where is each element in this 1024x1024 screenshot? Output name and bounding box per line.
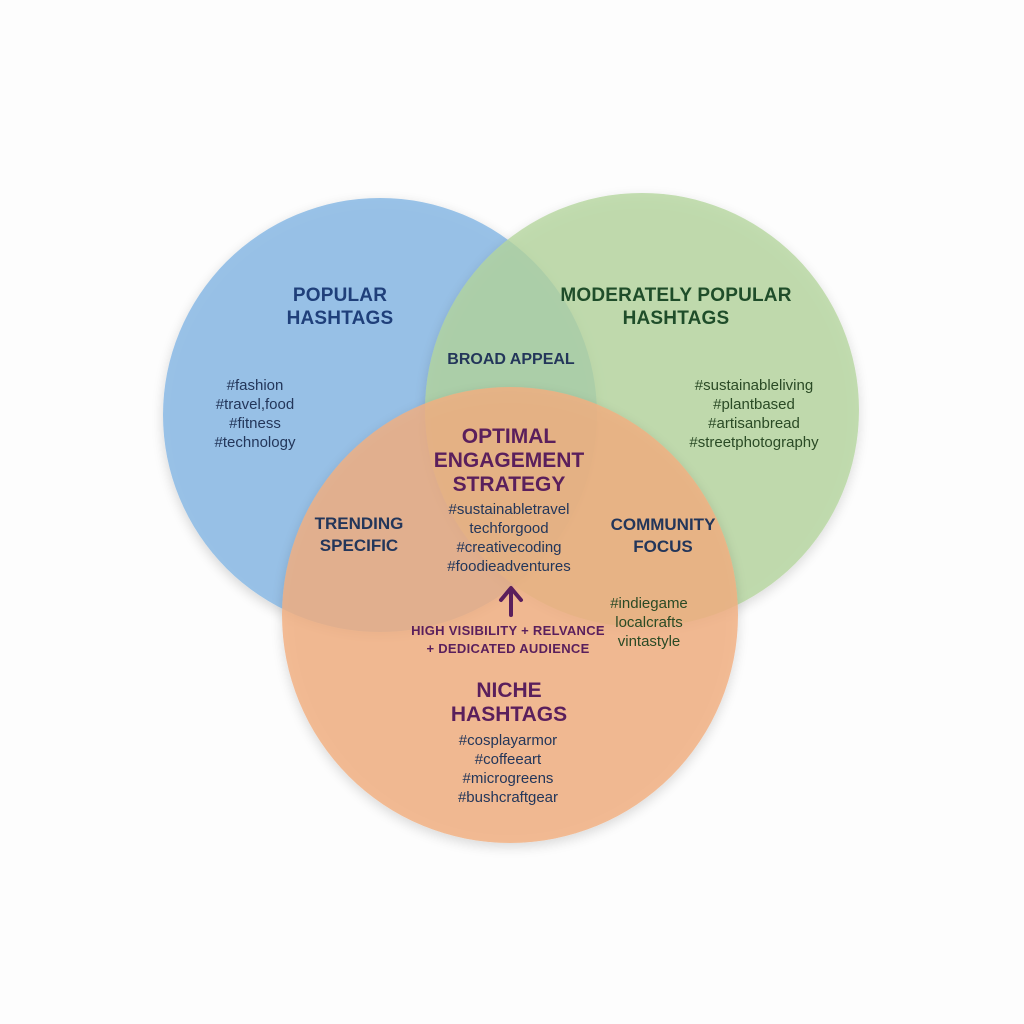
moderate-tag: #plantbased bbox=[713, 396, 795, 413]
popular-tag: #fitness bbox=[229, 415, 281, 432]
center-title-line-1: OPTIMAL bbox=[461, 425, 557, 448]
arrow-caption-line-2: + DEDICATED AUDIENCE bbox=[426, 641, 590, 656]
broad-appeal-label: BROAD APPEAL bbox=[447, 351, 575, 368]
community-line-2: FOCUS bbox=[633, 537, 693, 556]
community-tag: #indiegame bbox=[610, 595, 688, 612]
trending-line-1: TRENDING bbox=[314, 514, 404, 533]
popular-title-line-2: HASHTAGS bbox=[286, 308, 394, 329]
popular-tags: #fashion #travel,food #fitness #technolo… bbox=[215, 376, 296, 452]
niche-title: NICHE HASHTAGS bbox=[451, 679, 567, 727]
niche-tag: #microgreens bbox=[462, 770, 554, 787]
community-tag: localcrafts bbox=[615, 614, 683, 631]
center-tag: #sustainabletravel bbox=[448, 501, 570, 518]
moderate-title-line-1: MODERATELY POPULAR bbox=[560, 285, 792, 306]
moderate-title: MODERATELY POPULAR HASHTAGS bbox=[560, 284, 791, 330]
center-tags: #sustainabletravel techforgood #creative… bbox=[447, 500, 570, 576]
center-title: OPTIMAL ENGAGEMENT STRATEGY bbox=[434, 425, 585, 497]
center-tag: #foodieadventures bbox=[447, 558, 571, 575]
center-tag: techforgood bbox=[469, 520, 549, 537]
moderate-tag: #artisanbread bbox=[708, 415, 800, 432]
moderate-tags: #sustainableliving #plantbased #artisanb… bbox=[689, 376, 818, 452]
niche-title-line-2: HASHTAGS bbox=[450, 703, 568, 726]
center-tag: #creativecoding bbox=[456, 539, 562, 556]
moderate-title-line-2: HASHTAGS bbox=[622, 308, 730, 329]
moderate-tag: #streetphotography bbox=[689, 434, 819, 451]
community-line-1: COMMUNITY bbox=[610, 515, 716, 534]
arrow-caption-line-1: HIGH VISIBILITY + RELVANCE bbox=[411, 623, 605, 638]
niche-tag: #cosplayarmor bbox=[458, 732, 558, 749]
community-tag: vintastyle bbox=[617, 633, 681, 650]
popular-tag: #technology bbox=[214, 434, 296, 451]
center-title-line-3: STRATEGY bbox=[452, 473, 566, 496]
niche-tag: #bushcraftgear bbox=[457, 789, 559, 806]
trending-specific-label: TRENDING SPECIFIC bbox=[315, 513, 404, 557]
popular-title-line-1: POPULAR bbox=[292, 285, 388, 306]
popular-tag: #fashion bbox=[226, 377, 284, 394]
niche-title-line-1: NICHE bbox=[476, 679, 542, 702]
community-tags: #indiegame localcrafts vintastyle bbox=[610, 594, 688, 651]
center-title-line-2: ENGAGEMENT bbox=[433, 449, 585, 472]
niche-tag: #coffeeart bbox=[474, 751, 542, 768]
arrow-caption: HIGH VISIBILITY + RELVANCE + DEDICATED A… bbox=[411, 622, 605, 658]
popular-tag: #travel,food bbox=[215, 396, 295, 413]
popular-title: POPULAR HASHTAGS bbox=[287, 284, 394, 330]
up-arrow-icon bbox=[499, 586, 523, 617]
community-focus-label: COMMUNITY FOCUS bbox=[611, 514, 716, 558]
trending-line-2: SPECIFIC bbox=[319, 536, 399, 555]
moderate-tag: #sustainableliving bbox=[694, 377, 814, 394]
niche-tags: #cosplayarmor #coffeeart #microgreens #b… bbox=[458, 731, 558, 807]
